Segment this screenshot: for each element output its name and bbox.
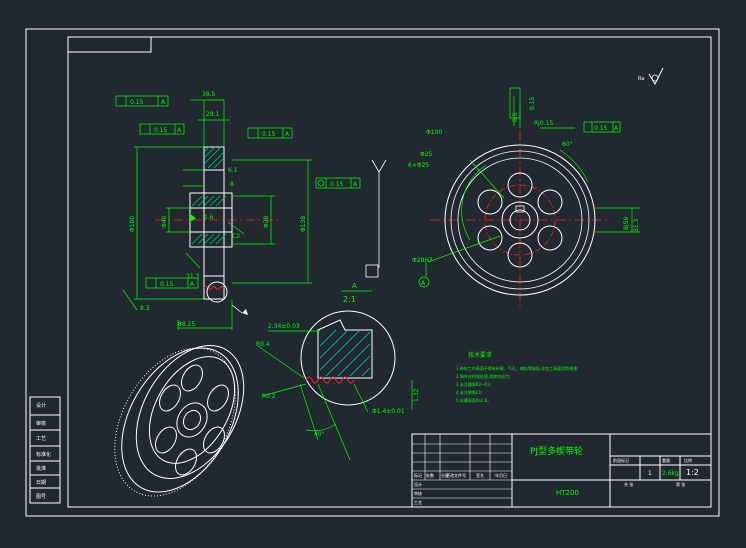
- side-label-1: 设计: [36, 402, 46, 409]
- dim-holes-note: 6×Φ25: [408, 162, 429, 169]
- dim-groove-dia: Φ1.4±0.01: [372, 408, 405, 415]
- tech-req-1: 1.带轮工作表面不得有砂眼、气孔、缩松等缺陷,非加工表面涂防锈漆;: [456, 365, 578, 371]
- tb-weight: 2.6kg: [662, 470, 679, 477]
- tb-sheet2: 第 张: [676, 481, 685, 487]
- tb-sheet: 共 张: [624, 481, 633, 487]
- tb-col-2: 分区: [441, 472, 449, 478]
- dim-pitch: 2.34±0.03: [268, 323, 300, 330]
- svg-text:2:1: 2:1: [343, 295, 356, 304]
- tb-weight-label: 重量: [662, 457, 670, 463]
- tb-qty: 1: [648, 470, 652, 477]
- side-label-3: 工艺: [36, 436, 46, 442]
- tb-col-1: 处数: [426, 472, 434, 478]
- dim-r2: R0.4: [256, 341, 270, 348]
- tb-scale-label: 比例: [684, 457, 692, 463]
- isometric-view: [114, 345, 245, 497]
- gdt-frame-1: 0.15 A: [115, 95, 169, 107]
- dim-dia-mid: Φ138: [300, 216, 307, 232]
- svg-text:A: A: [285, 131, 290, 138]
- drawing-frame: [25, 28, 720, 517]
- dim-dia-outer: Φ180: [129, 216, 136, 232]
- side-label-2: 审核: [36, 420, 46, 427]
- ucs-symbol: [365, 159, 387, 278]
- svg-text:A: A: [161, 99, 166, 106]
- dim-pos: 0.5: [512, 112, 519, 122]
- side-strip: 设计 审核 工艺 标准化 批准 日期 图号: [29, 396, 61, 504]
- svg-text:Ra: Ra: [638, 76, 644, 82]
- side-label-6: 日期: [36, 480, 46, 486]
- svg-text:0.15: 0.15: [160, 281, 174, 288]
- dim-key: 8: [230, 181, 234, 188]
- dim-pcd: Φ100: [426, 129, 442, 136]
- detail-a-view: 2.34±0.03 R0.4 R0.2 Φ1.4±0.01 40° 1.32: [256, 310, 420, 461]
- dim-angle: 40°: [314, 431, 325, 438]
- dim-web: 1.6: [204, 214, 214, 221]
- detail-a-label: A 2:1: [341, 282, 372, 304]
- side-label-5: 批准: [36, 465, 46, 472]
- dim-angle60: 60°: [562, 141, 573, 148]
- svg-text:A: A: [190, 281, 195, 288]
- gdt-frame-5: 0.15 A: [145, 277, 199, 289]
- gdt-frame-6: 0.15 A: [583, 121, 621, 133]
- dim-rj: Rj0.15: [534, 120, 553, 127]
- dim-key-w: 8JS9: [623, 217, 630, 230]
- dim-hole-depth: 8.3: [140, 305, 150, 312]
- tech-requirements: 技术要求 1.带轮工作表面不得有砂眼、气孔、缩松等缺陷,非加工表面涂防锈漆; 2…: [456, 351, 578, 403]
- dim-depth: 1.32: [413, 388, 420, 402]
- side-label-4: 标准化: [36, 451, 51, 458]
- tb-row-1: 标记: [414, 472, 422, 478]
- tb-col-3: 更改文件号: [446, 472, 466, 478]
- gdt-frame-3: 0.15 A: [247, 127, 293, 139]
- dim-holes: Φ25: [420, 151, 433, 158]
- tb-title: PJ型多楔带轮: [530, 445, 583, 457]
- dim-bore-h7: Φ28H7: [412, 257, 433, 264]
- dim-d1: 6.1: [228, 167, 238, 174]
- dim-chamfer: C2: [232, 233, 240, 240]
- tb-row-3: 审核: [414, 490, 422, 496]
- gdt-frame-2: 0.15 A: [139, 123, 185, 135]
- roughness-symbol-general: Ra: [638, 67, 664, 86]
- gdt-frame-4: 0.15 A: [315, 177, 361, 189]
- tb-scale: 1:2: [686, 468, 699, 477]
- dim-dia-bore: Φ28: [263, 215, 270, 228]
- dim-slot: 31.3: [186, 273, 200, 280]
- gdt-frame-7: 0.15: [509, 87, 536, 119]
- dim-length: 88.25: [178, 321, 195, 328]
- svg-text:0.15: 0.15: [594, 125, 608, 132]
- tech-req-4: 4.未注倒角C1;: [456, 389, 483, 395]
- svg-text:0.15: 0.15: [262, 131, 276, 138]
- tech-req-3: 3.未注圆角R2~R3;: [456, 381, 491, 387]
- dim-groove-width: 28.1: [206, 111, 220, 118]
- tb-row-4: 工艺: [414, 500, 422, 505]
- svg-text:0.15: 0.15: [154, 127, 168, 134]
- dim-dia-hub: Φ40: [161, 215, 168, 228]
- end-view: A Φ100 Φ25 6×Φ25 Φ28H7 Rj0.15 60° 8JS9 3…: [408, 87, 640, 310]
- dim-hub-width: 38.5: [202, 91, 216, 98]
- svg-text:A: A: [353, 181, 358, 188]
- dim-key-depth: 31.3: [633, 218, 640, 232]
- svg-text:0.15: 0.15: [130, 99, 144, 106]
- svg-text:A: A: [352, 282, 357, 290]
- tech-req-title: 技术要求: [468, 351, 492, 359]
- tech-req-5: 5.轮槽表面Ra1.6。: [456, 397, 491, 403]
- title-block: 处数 分区 更改文件号 签名 年月日 标记 设计 审核 工艺 阶段标记 重量 比…: [411, 433, 712, 508]
- section-view: 38.5 28.1 6.1 8 1.6 88.25 31.3 8.3 C2 Φ1…: [115, 91, 361, 330]
- tb-col-4: 签名: [476, 472, 484, 478]
- svg-text:A: A: [614, 125, 619, 132]
- svg-text:A: A: [421, 280, 426, 287]
- tb-col-5: 年月日: [495, 472, 507, 478]
- tech-req-2: 2.铸件应时效处理,消除内应力;: [456, 373, 510, 379]
- side-label-7: 图号: [36, 494, 46, 500]
- svg-text:0.15: 0.15: [330, 181, 344, 188]
- tb-row-2: 设计: [414, 481, 422, 487]
- svg-text:A: A: [177, 127, 182, 134]
- tb-stage: 阶段标记: [613, 457, 629, 463]
- dim-r1: R0.2: [262, 393, 276, 400]
- tb-material: HT200: [556, 489, 579, 497]
- svg-text:0.15: 0.15: [529, 96, 536, 110]
